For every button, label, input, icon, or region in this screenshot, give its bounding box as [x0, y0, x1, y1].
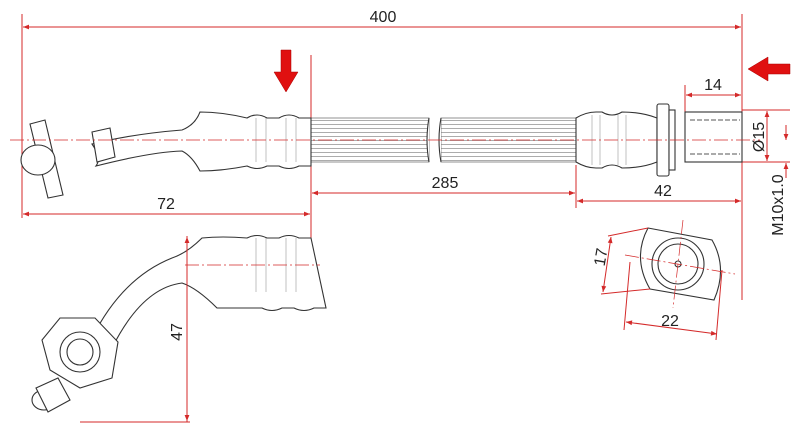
dim-label-14: 14: [704, 77, 722, 94]
arrow-down-icon: [273, 49, 299, 93]
dim-label-17: 17: [592, 247, 612, 268]
dim-label-22: 22: [661, 313, 679, 330]
dim-label-285: 285: [432, 175, 459, 192]
arrow-left-icon: [747, 56, 791, 82]
dim-label-400: 400: [370, 9, 397, 26]
elbow-view: 47: [31, 234, 327, 423]
dim-label-47: 47: [169, 323, 186, 341]
extension-lines: [21, 14, 790, 300]
hose-assembly: [10, 103, 760, 199]
dim-label-72: 72: [157, 196, 175, 213]
nut-end-view: 17 22: [592, 219, 736, 341]
dim-label-42: 42: [654, 183, 672, 200]
dim-label-thread: M10x1.0: [770, 174, 787, 235]
dim-label-d15: Ø15: [751, 122, 768, 152]
